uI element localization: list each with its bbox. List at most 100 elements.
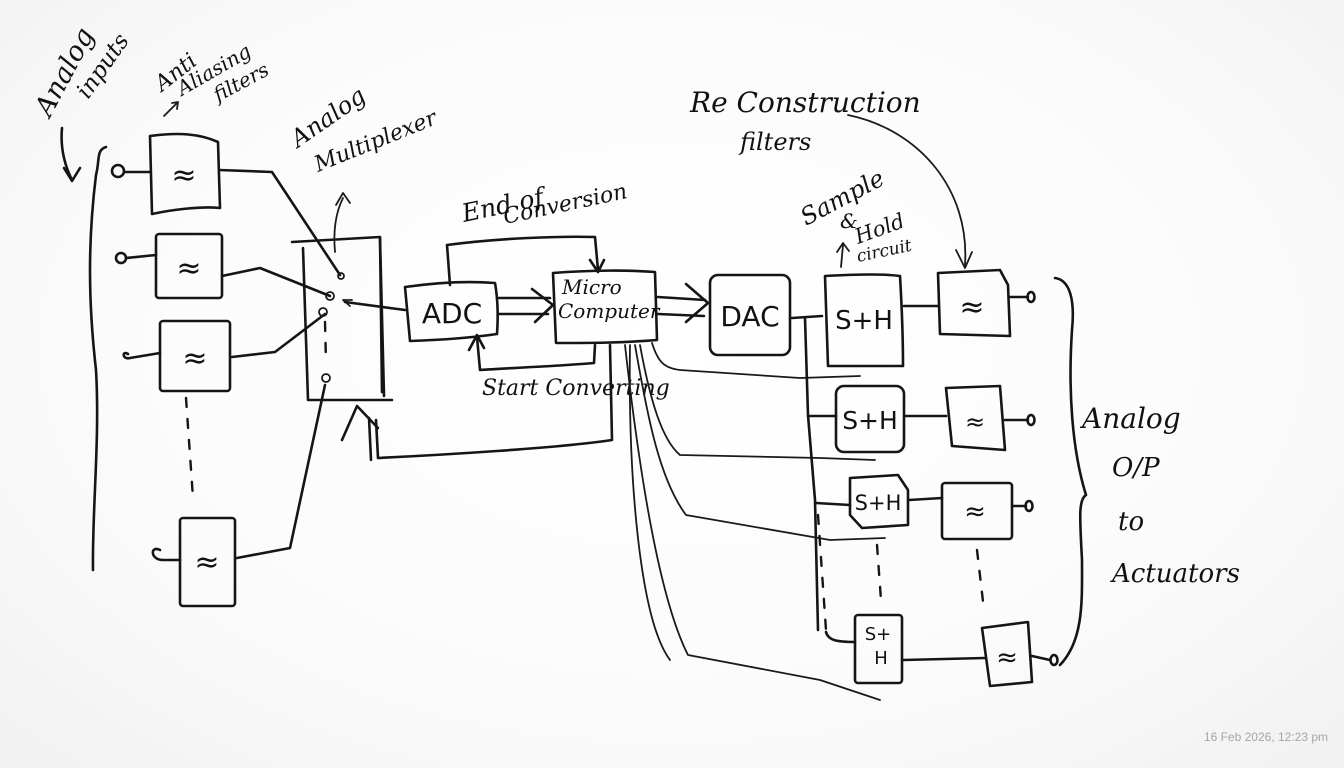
analog-output-label-line3: to <box>1118 507 1144 537</box>
adc-block-group[interactable]: ADC <box>403 280 499 343</box>
input-channel-2: ≈ <box>114 232 332 300</box>
reconstruction-label-arrow <box>847 114 967 266</box>
input-terminal-1 <box>110 163 126 179</box>
filter-symbol-2: ≈ <box>176 251 201 286</box>
multiplexer-label-arrow <box>333 192 351 253</box>
input-terminal-n <box>151 547 182 562</box>
sample-hold-label-arrow <box>836 242 850 268</box>
dac-label: DAC <box>720 300 779 333</box>
sample-hold-label-line2: & <box>840 209 858 233</box>
micro-to-dac-arrowhead <box>684 282 710 324</box>
mux-wire-1 <box>217 168 342 277</box>
mux-to-adc-wire <box>343 300 407 312</box>
reconstruction-filter-3[interactable]: ≈ <box>907 481 1034 541</box>
sample-hold-block-3[interactable] <box>848 473 910 530</box>
dac-block[interactable] <box>708 273 792 357</box>
input-wire-2 <box>124 253 158 260</box>
adc-data-bus <box>497 296 552 316</box>
reconstruction-filter-symbol-n: ≈ <box>996 643 1018 673</box>
reconstruction-filter-block-2[interactable] <box>944 384 1007 452</box>
dac-distribution-bus <box>803 316 820 632</box>
reconstruction-filter-block-1[interactable] <box>936 268 1012 338</box>
output-wire-n <box>1030 654 1052 662</box>
adc-block[interactable] <box>403 280 499 343</box>
input-channel-ellipsis <box>184 396 195 500</box>
dac-block-group[interactable]: DAC <box>708 273 792 357</box>
sample-hold-block-1[interactable] <box>823 273 905 368</box>
shn-to-filter-wire <box>901 656 987 662</box>
microcomputer-label-line1: Micro <box>561 275 622 299</box>
sh-control-line-2 <box>639 344 876 461</box>
anti-aliasing-arrow <box>163 101 179 117</box>
filter-symbol-n: ≈ <box>194 545 219 580</box>
output-terminal-3[interactable] <box>1024 499 1034 513</box>
reconstruction-filter-block-n[interactable] <box>980 620 1034 688</box>
mux-select-arrowhead <box>340 404 380 442</box>
reconstruction-filter-1[interactable]: ≈ <box>902 268 1036 338</box>
microcomputer-block[interactable] <box>551 269 659 345</box>
sh-control-line-extra <box>628 344 671 661</box>
anti-aliasing-filter-3 <box>158 319 232 393</box>
sample-hold-block-2[interactable] <box>834 384 906 454</box>
output-terminal-1[interactable] <box>1026 290 1036 304</box>
output-terminal-2[interactable] <box>1026 413 1036 427</box>
multiplexer-block <box>290 235 394 402</box>
reconstruction-label-line2: filters <box>738 128 811 156</box>
reconstruction-filter-ellipsis <box>975 548 986 612</box>
reconstruction-filter-n[interactable]: ≈ <box>901 620 1059 688</box>
output-terminal-n[interactable] <box>1049 653 1059 667</box>
analog-output-label: Analog O/P to Actuators <box>1079 402 1240 589</box>
sh-control-line-1 <box>651 342 861 379</box>
end-of-conversion-line <box>445 235 600 287</box>
microcomputer-block-group[interactable]: Micro Computer <box>551 269 661 345</box>
micro-to-dac-bus <box>656 295 707 318</box>
input-channel-n: ≈ <box>151 383 327 608</box>
sh-control-line-3 <box>634 344 886 541</box>
sample-hold-block-n[interactable] <box>853 613 904 685</box>
mux-wire-3 <box>230 312 327 359</box>
dac-bus-ellipsis <box>816 513 828 632</box>
reconstruction-filter-symbol-2: ≈ <box>965 408 985 436</box>
end-of-conversion-label: End of Conversion <box>458 179 629 230</box>
dac-output-wire <box>790 314 824 320</box>
mux-contact-1 <box>337 272 345 280</box>
timestamp: 16 Feb 2026, 12:23 pm <box>1203 730 1328 744</box>
mux-contact-n <box>321 373 331 383</box>
sample-hold-3[interactable]: S+H <box>848 473 910 530</box>
sh3-to-filter-wire <box>907 496 944 502</box>
sample-hold-n[interactable]: S+ H <box>853 613 904 685</box>
sample-hold-label-n-line2: H <box>874 648 888 669</box>
mux-contact-3 <box>318 307 328 317</box>
mux-contact-ellipsis <box>323 320 328 364</box>
reconstruction-filter-2[interactable]: ≈ <box>903 384 1036 452</box>
sample-hold-label-3: S+H <box>855 491 902 515</box>
filter-symbol-3: ≈ <box>182 341 207 376</box>
sample-hold-2[interactable]: S+H <box>834 384 906 454</box>
analog-multiplexer <box>290 235 407 402</box>
input-terminal-2 <box>114 251 128 265</box>
adc-label: ADC <box>422 297 482 330</box>
input-terminal-3 <box>122 351 162 360</box>
analog-output-label-line2: O/P <box>1112 453 1160 483</box>
reconstruction-filter-symbol-1: ≈ <box>959 290 984 325</box>
sample-hold-label-n-line1: S+ <box>865 624 892 645</box>
analog-inputs-arrowhead <box>62 166 82 183</box>
start-converting-arrowhead <box>467 333 486 352</box>
analog-output-label-line1: Analog <box>1079 402 1181 435</box>
sample-hold-label-2: S+H <box>842 406 898 435</box>
mux-wire-2 <box>220 266 332 298</box>
reconstruction-filter-block-3[interactable] <box>940 481 1014 541</box>
mux-select-line <box>367 343 614 462</box>
sample-hold-label: Sample & Hold circuit <box>796 164 914 267</box>
anti-aliasing-filter-1 <box>148 132 222 216</box>
end-of-conversion-arrowhead <box>588 258 606 274</box>
filter-symbol-1: ≈ <box>171 158 196 193</box>
reconstruction-label-line1: Re Construction <box>689 86 921 119</box>
anti-aliasing-filter-2 <box>154 232 224 300</box>
anti-aliasing-filter-n <box>178 516 237 608</box>
sample-hold-1[interactable]: S+H <box>823 273 905 368</box>
reconstruction-label-arrowhead <box>955 249 973 269</box>
analog-inputs-label: Analog inputs <box>27 23 134 124</box>
